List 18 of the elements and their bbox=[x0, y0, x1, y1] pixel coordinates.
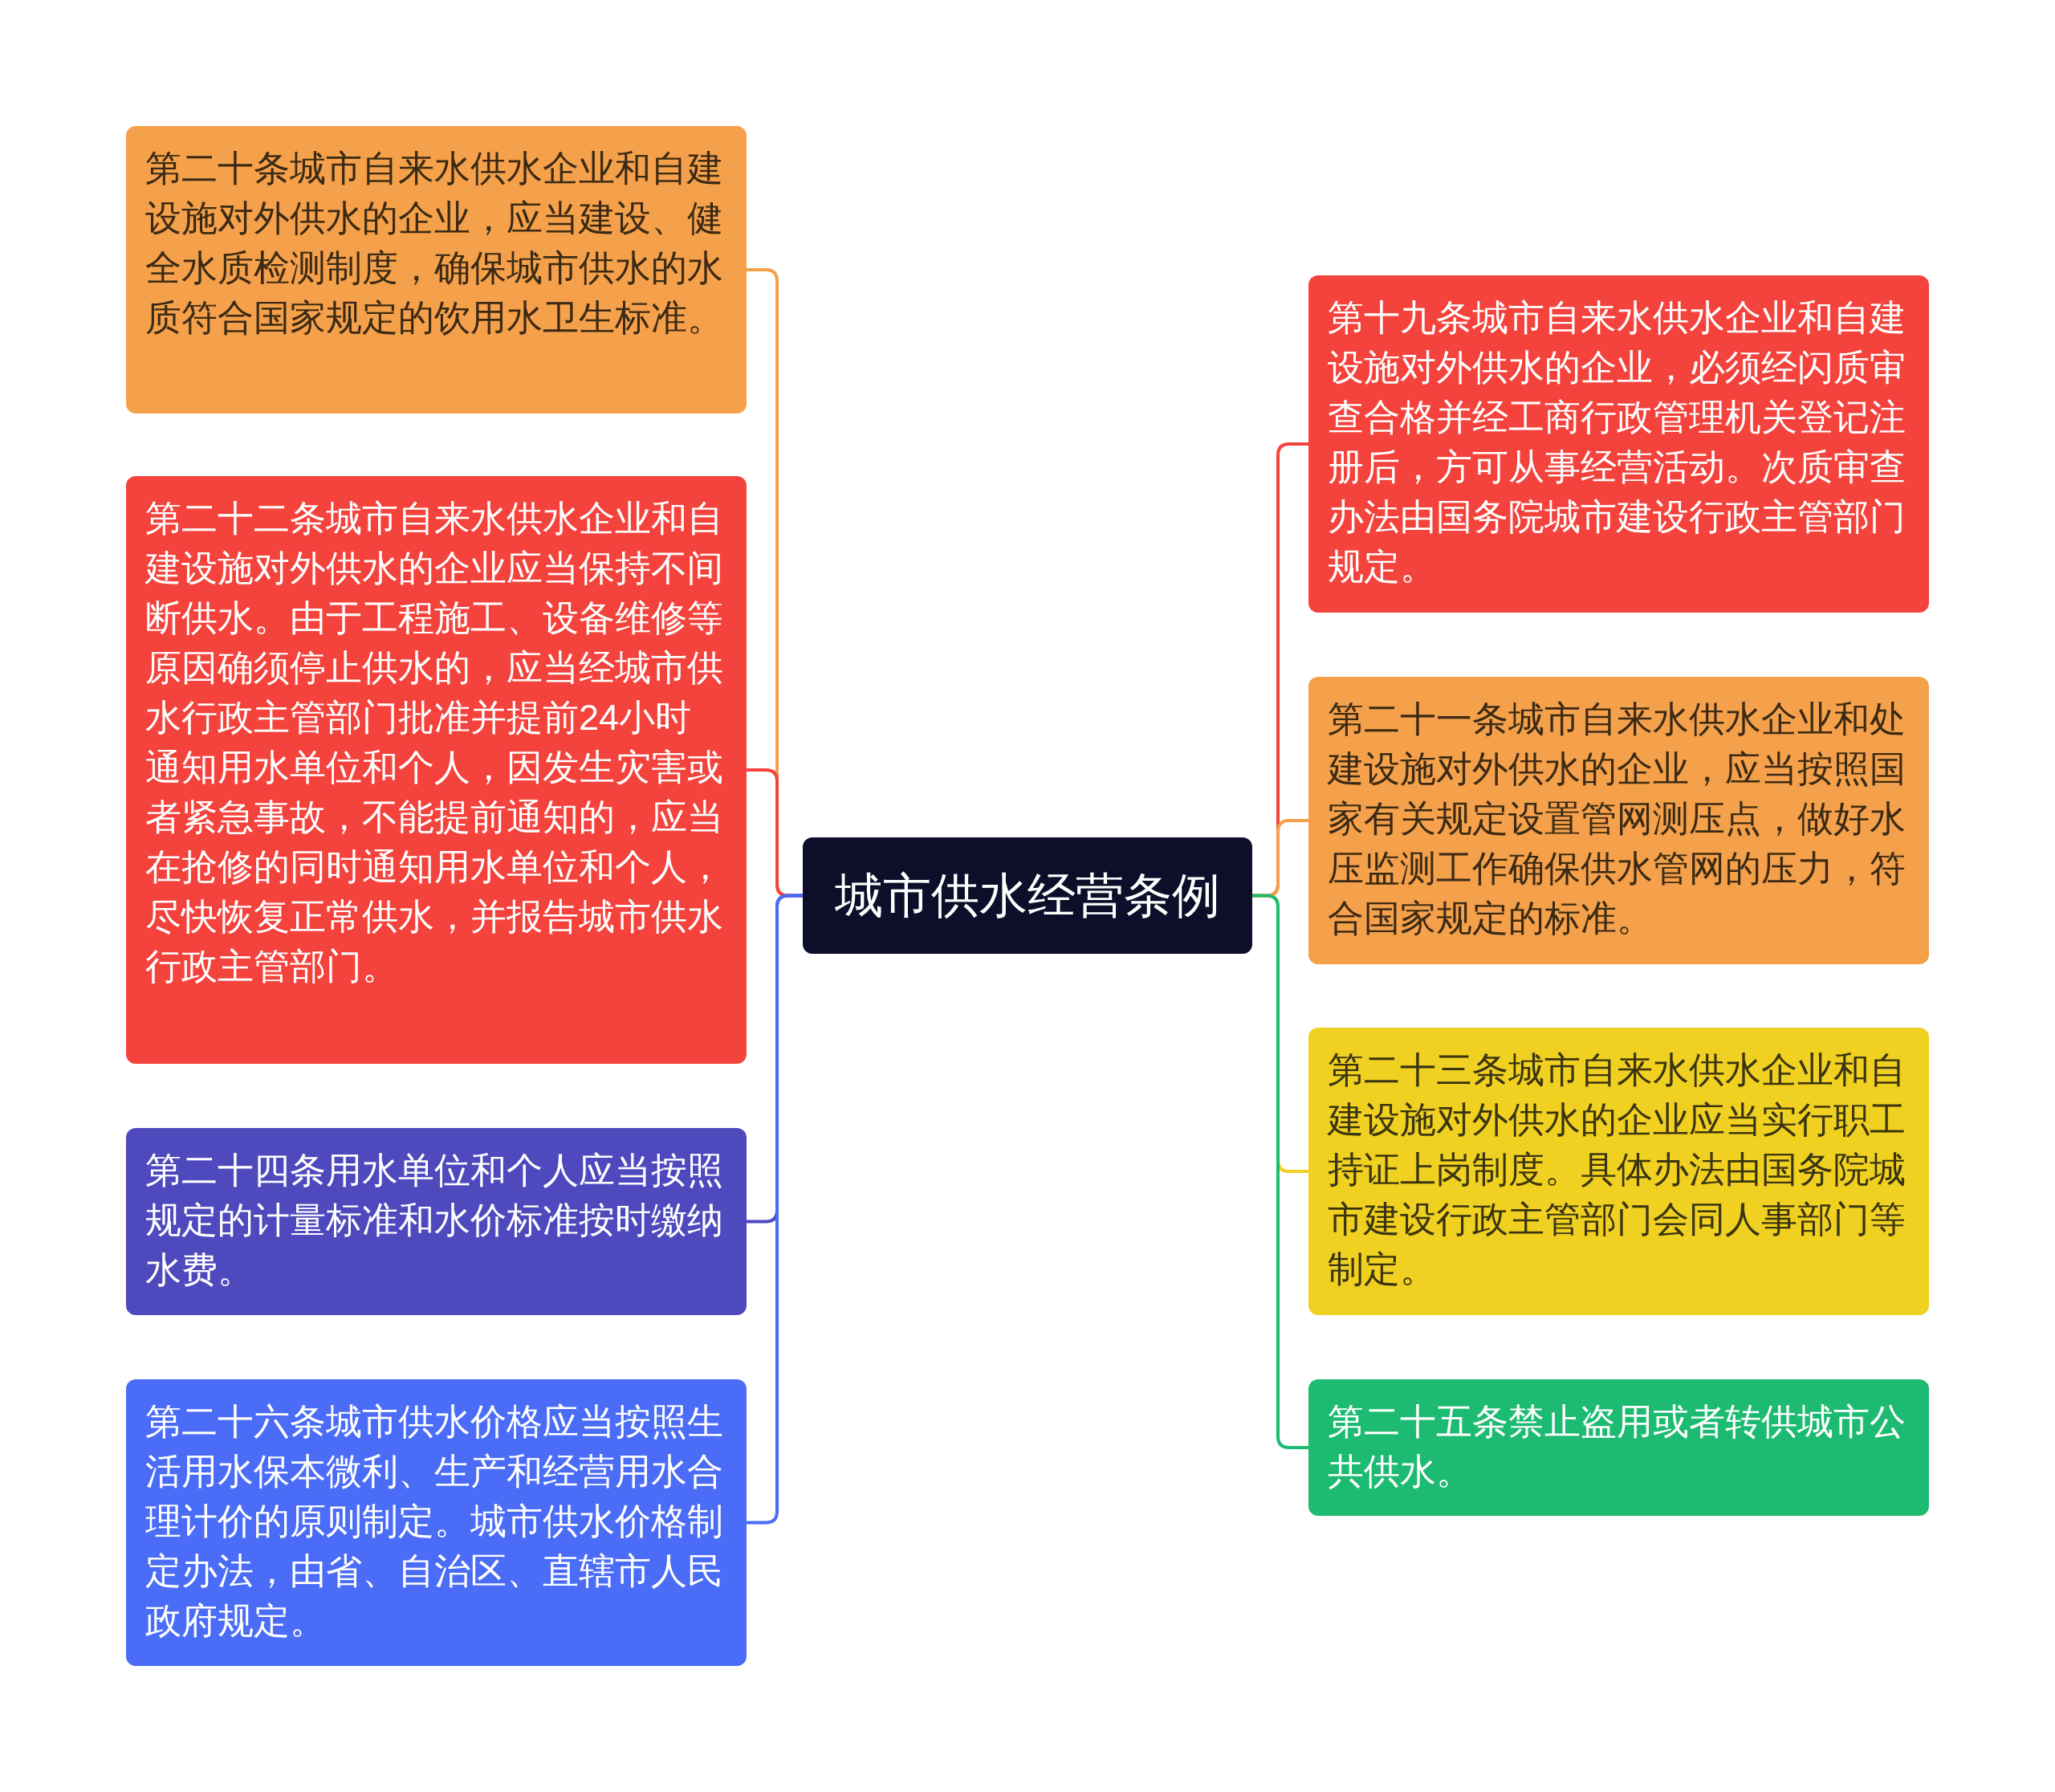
text-box bbox=[126, 126, 747, 413]
article-text: 第二十五条禁止盗用或者转供城市公共供水。 bbox=[1328, 1400, 1906, 1493]
article-text: 第二十二条城市自来水供水企业和自建设施对外供水的企业应当保持不间断供水。由于工程施工、设备维修等原因确须停止供水的，应当经城市供水行政主管部门批准并提前24小时通知用水单位和个人，因发生灾害或者紧急事故，不能提前通知的，应当在抢修的同时通知用水单位和个人，尽快恢复正常供水，并报告城市供水行政主管部门。 bbox=[145, 497, 724, 988]
text-box bbox=[126, 1128, 747, 1315]
text-box bbox=[126, 476, 747, 1064]
text-box bbox=[126, 1379, 747, 1666]
topic-box bbox=[803, 837, 1252, 954]
text-box bbox=[1308, 677, 1929, 964]
article-text: 第二十三条城市自来水供水企业和自建设施对外供水的企业应当实行职工持证上岗制度。具体办法由国务院城市建设行政主管部门会同人事部门等制定。 bbox=[1328, 1049, 1906, 1291]
article-text: 第二十条城市自来水供水企业和自建设施对外供水的企业，应当建设、健全水质检测制度，确保城市供水的水质符合国家规定的饮用水卫生标准。 bbox=[145, 147, 724, 340]
topic-title: 城市供水经营条例 bbox=[835, 871, 1220, 920]
text-box bbox=[1308, 1028, 1929, 1315]
text-box bbox=[1308, 275, 1929, 613]
article-text: 第二十一条城市自来水供水企业和处建设施对外供水的企业，应当按照国家有关规定设置管网测压点，做好水压监测工作确保供水管网的压力，符合国家规定的标准。 bbox=[1328, 698, 1906, 940]
article-text: 第二十四条用水单位和个人应当按照规定的计量标准和水价标准按时缴纳水费。 bbox=[145, 1149, 724, 1292]
text-box bbox=[1308, 1379, 1929, 1516]
article-text: 第十九条城市自来水供水企业和自建设施对外供水的企业，必须经闪质审查合格并经工商行政管理机关登记注册后，方可从事经营活动。次质审查办法由国务院城市建设行政主管部门规定。 bbox=[1328, 296, 1906, 589]
article-text: 第二十六条城市供水价格应当按照生活用水保本微利、生产和经营用水合理计价的原则制定。城市供水价格制定办法，由省、自治区、直辖市人民政府规定。 bbox=[145, 1400, 724, 1643]
